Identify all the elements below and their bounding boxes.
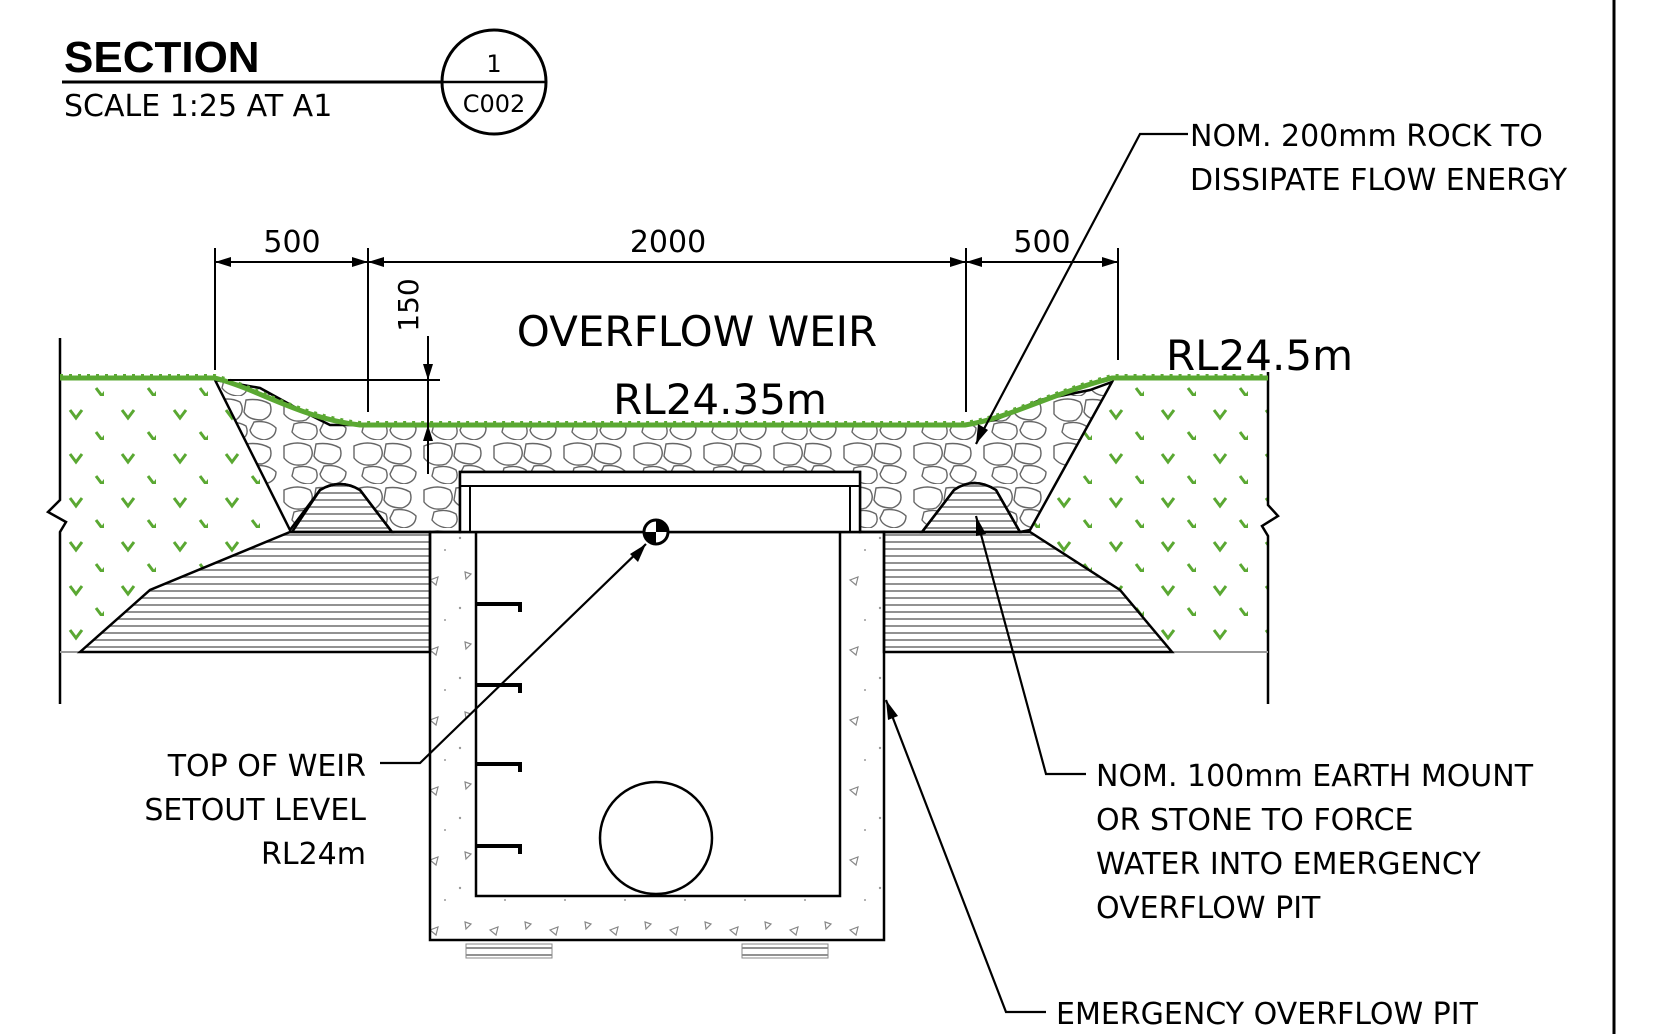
dim-depth-value: 150 [392, 278, 425, 331]
callout-mount-line-1: NOM. 100mm EARTH MOUNT [1096, 759, 1534, 794]
leader-arrow [886, 700, 898, 720]
weir-level: RL24.35m [613, 375, 827, 424]
dim-arrow [215, 257, 231, 267]
leader-arrow [976, 516, 986, 536]
bedding-pad-right [741, 943, 829, 959]
leader-arrow [630, 544, 646, 562]
dim-arrow [423, 364, 433, 380]
dim-arrow [423, 425, 433, 441]
leader-top-of-weir [380, 543, 647, 765]
dim-arrow [1102, 257, 1118, 267]
leader-arrow [976, 424, 988, 444]
section-title: SECTION [64, 33, 260, 82]
grass-tufts [60, 374, 1268, 423]
bank-level: RL24.5m [1166, 331, 1353, 380]
callout-rock-line-1: NOM. 200mm ROCK TO [1190, 119, 1543, 154]
step-iron [476, 683, 522, 693]
break-line-right [1260, 372, 1280, 704]
callout-mount-line-4: OVERFLOW PIT [1096, 891, 1321, 926]
level-datum-symbol [656, 520, 668, 532]
callout-weir-line-2: SETOUT LEVEL [144, 793, 366, 828]
sheet-reference: C002 [463, 90, 526, 118]
dim-centre-value: 2000 [630, 225, 706, 260]
break-line-left [45, 338, 68, 704]
dim-right-value: 500 [1013, 225, 1070, 260]
dim-left-value: 500 [263, 225, 320, 260]
outlet-pipe [598, 780, 714, 896]
grass-surface [60, 375, 1268, 428]
bedding-pad-left [465, 943, 553, 959]
dim-arrow [352, 257, 368, 267]
step-iron [476, 602, 522, 612]
step-iron [476, 844, 522, 854]
soil-left [60, 378, 290, 652]
dim-arrow [950, 257, 966, 267]
dim-arrow [966, 257, 982, 267]
callout-mount-line-3: WATER INTO EMERGENCY [1096, 847, 1481, 882]
leader-pit [884, 699, 1046, 1014]
level-datum-symbol [644, 532, 656, 544]
leader-rock [975, 132, 1188, 445]
callout-weir-line-3: RL24m [261, 837, 366, 872]
soil-right [1030, 378, 1268, 652]
detail-number: 1 [486, 50, 501, 78]
step-iron [476, 762, 522, 772]
leader-earth-mount [974, 515, 1086, 776]
dim-arrow [368, 257, 384, 267]
callout-mount-line-2: OR STONE TO FORCE [1096, 803, 1414, 838]
section-scale: SCALE 1:25 AT A1 [64, 89, 332, 124]
callout-pit: EMERGENCY OVERFLOW PIT [1056, 997, 1479, 1032]
callout-rock-line-2: DISSIPATE FLOW ENERGY [1190, 163, 1568, 198]
callout-weir-line-1: TOP OF WEIR [167, 749, 366, 784]
weir-label: OVERFLOW WEIR [517, 307, 877, 356]
